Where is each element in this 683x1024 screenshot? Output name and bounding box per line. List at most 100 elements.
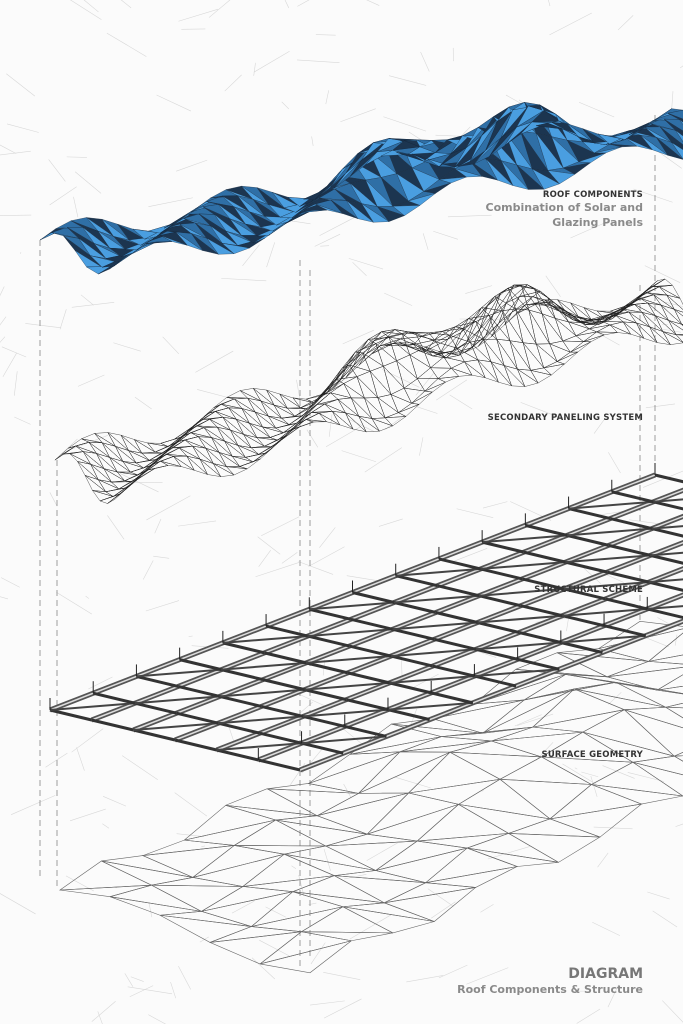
surface-triangle [301,931,393,942]
background-mesh-line [76,747,85,771]
roof-panel [594,146,622,154]
structural-scheme-label: STRUCTURAL SCHEME [534,585,643,595]
background-mesh-line [325,90,330,105]
secondary-panel [249,423,271,438]
background-mesh-line [647,891,670,900]
secondary-panel [570,341,592,353]
background-mesh-line [146,495,191,521]
background-mesh-line [319,527,336,548]
background-mesh-line [608,692,622,705]
secondary-panel [641,312,663,332]
structural-rib [606,570,650,584]
structural-rib [216,748,259,762]
secondary-panel [228,407,250,424]
surface-triangle [615,681,683,708]
background-mesh-line [122,755,158,781]
footer-subtitle: Roof Components & Structure [457,983,643,996]
secondary-panel [516,368,539,387]
background-mesh-line [420,51,430,72]
secondary-panel [384,416,407,427]
secondary-panel [483,339,505,366]
surface-triangle [657,685,683,695]
background-mesh-line [644,265,681,283]
secondary-panel [371,418,394,432]
secondary-panel [260,400,283,419]
roof-panel [470,161,498,181]
background-mesh-line [298,561,334,575]
background-mesh-line [383,116,427,132]
secondary-panel [217,427,239,446]
background-mesh-line [48,159,66,182]
background-mesh-line [281,101,290,110]
background-mesh-line [645,403,675,409]
structural-rib [438,557,481,571]
roof-panel [439,176,467,184]
secondary-panel [230,429,252,449]
background-mesh-line [581,771,599,778]
background-mesh-line [107,515,125,540]
secondary-panel [186,455,208,475]
background-mesh-line [310,942,326,965]
background-mesh-line [297,0,310,7]
secondary-panel [583,334,605,342]
background-mesh-line [593,418,605,434]
background-mesh-line [49,492,58,507]
secondary-panel [222,417,244,435]
structural-rib [478,594,522,608]
surface-triangle [307,751,401,794]
structural-rib [430,691,474,705]
surface-triangle [673,755,683,762]
roof-panel [640,135,669,156]
background-mesh-line [346,418,375,432]
secondary-panel [556,351,578,365]
background-mesh-line [406,975,444,983]
surface-triangle [292,891,385,908]
secondary-panel [332,411,354,430]
background-mesh-line [570,220,611,239]
roof-panel [407,193,436,206]
surface-triangle [508,818,601,838]
background-mesh-line [675,823,683,827]
roof-panel [485,158,514,186]
surface-triangle [375,840,468,871]
background-mesh-line [0,286,5,297]
structural-rib [395,574,438,588]
structural-rib [49,708,93,722]
structural-diagonal [136,668,222,678]
structural-diagonal [133,722,219,731]
surface-triangle [383,886,477,922]
secondary-panel [595,324,618,333]
surface-triangle [624,709,683,757]
roof-components-label: ROOF COMPONENTS Combination of Solar and… [486,190,643,230]
surface-triangle [665,702,683,709]
secondary-panel [335,376,358,384]
secondary-panel [545,302,567,314]
structural-rib [390,654,434,668]
background-mesh-line [148,1014,167,1024]
secondary-panel [305,419,327,423]
roof-panel [315,203,343,214]
surface-triangle [233,819,326,847]
secondary-panel [234,398,256,413]
secondary-panel [88,442,110,458]
secondary-panel [430,356,452,369]
background-mesh-line [154,518,162,534]
background-mesh-line [0,893,36,915]
background-mesh-line [0,336,6,343]
structural-rib [302,714,346,728]
background-mesh-line [70,0,102,20]
structural-rib [262,678,305,692]
structural-diagonal [565,554,651,564]
surface-triangle [192,845,285,878]
surface-triangle [607,666,683,691]
surface-triangle [607,661,683,678]
structural-rib [261,704,304,718]
structural-rib [136,674,179,688]
structural-diagonal [560,634,646,644]
surface-triangle [548,784,643,820]
background-mesh-line [188,635,193,637]
roof-panel [667,113,683,121]
background-mesh-line [596,511,624,516]
structural-diagonal [647,605,683,610]
background-mesh-line [6,123,39,133]
